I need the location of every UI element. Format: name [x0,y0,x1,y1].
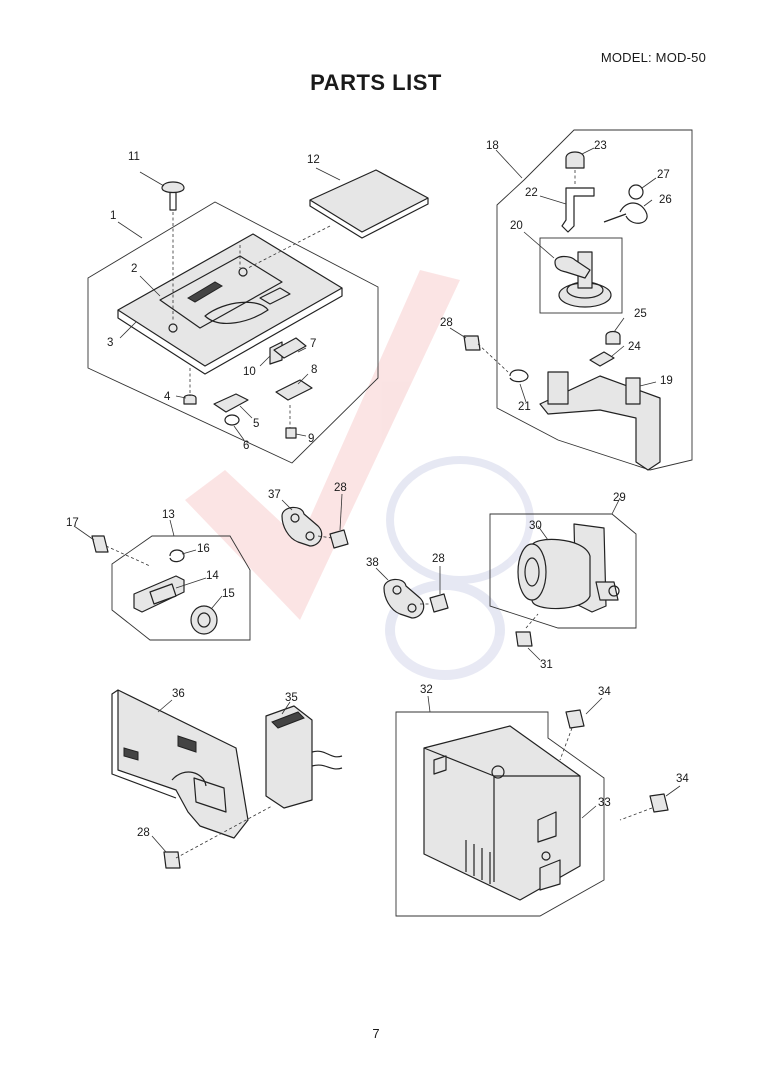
callout-28-d: 28 [137,827,150,839]
callout-4: 4 [164,391,171,403]
callout-3: 3 [107,337,113,349]
callout-16: 16 [197,543,210,555]
callout-6: 6 [243,440,249,452]
callout-20: 20 [510,220,523,232]
callout-29: 29 [613,492,626,504]
callout-33: 33 [598,797,611,809]
callout-35: 35 [285,692,298,704]
callout-5: 5 [253,418,259,430]
callout-28-b: 28 [334,482,347,494]
callout-1: 1 [110,210,116,222]
page-title: PARTS LIST [310,70,442,95]
callout-23: 23 [594,140,607,152]
callout-30: 30 [529,520,542,532]
callout-2: 2 [131,263,137,275]
callout-28-c: 28 [432,553,445,565]
group-power-unit [395,695,681,917]
callout-labels: 1 2 3 4 5 6 7 8 9 10 11 12 13 14 15 16 1… [66,140,689,839]
callout-22: 22 [525,187,538,199]
group-bobbin-winder [449,129,693,471]
group-needle-plate [87,167,429,464]
callout-18: 18 [486,140,499,152]
callout-7: 7 [310,338,316,350]
callout-15: 15 [222,588,235,600]
callout-21: 21 [518,401,531,413]
callout-19: 19 [660,375,673,387]
callout-17: 17 [66,517,79,529]
callout-10: 10 [243,366,256,378]
callout-13: 13 [162,509,175,521]
group-motor [489,497,637,661]
callout-11: 11 [128,151,140,163]
callout-34-b: 34 [676,773,689,785]
callout-34-a: 34 [598,686,611,698]
callout-36: 36 [172,688,185,700]
group-panels [111,689,343,869]
callout-12: 12 [307,154,320,166]
callout-32: 32 [420,684,433,696]
callout-9: 9 [308,433,314,445]
callout-38: 38 [366,557,379,569]
group-links [281,493,449,619]
callout-26: 26 [659,194,672,206]
callout-25: 25 [634,308,647,320]
callout-27: 27 [657,169,670,181]
callout-8: 8 [311,364,317,376]
callout-28-a: 28 [440,317,453,329]
callout-31: 31 [540,659,553,671]
callout-37: 37 [268,489,281,501]
model-label: MODEL: MOD-50 [600,50,706,65]
page-number: 7 [372,1026,380,1041]
callout-14: 14 [206,570,219,582]
group-linkage [73,519,251,641]
watermark-logo [185,270,534,680]
callout-24: 24 [628,341,641,353]
